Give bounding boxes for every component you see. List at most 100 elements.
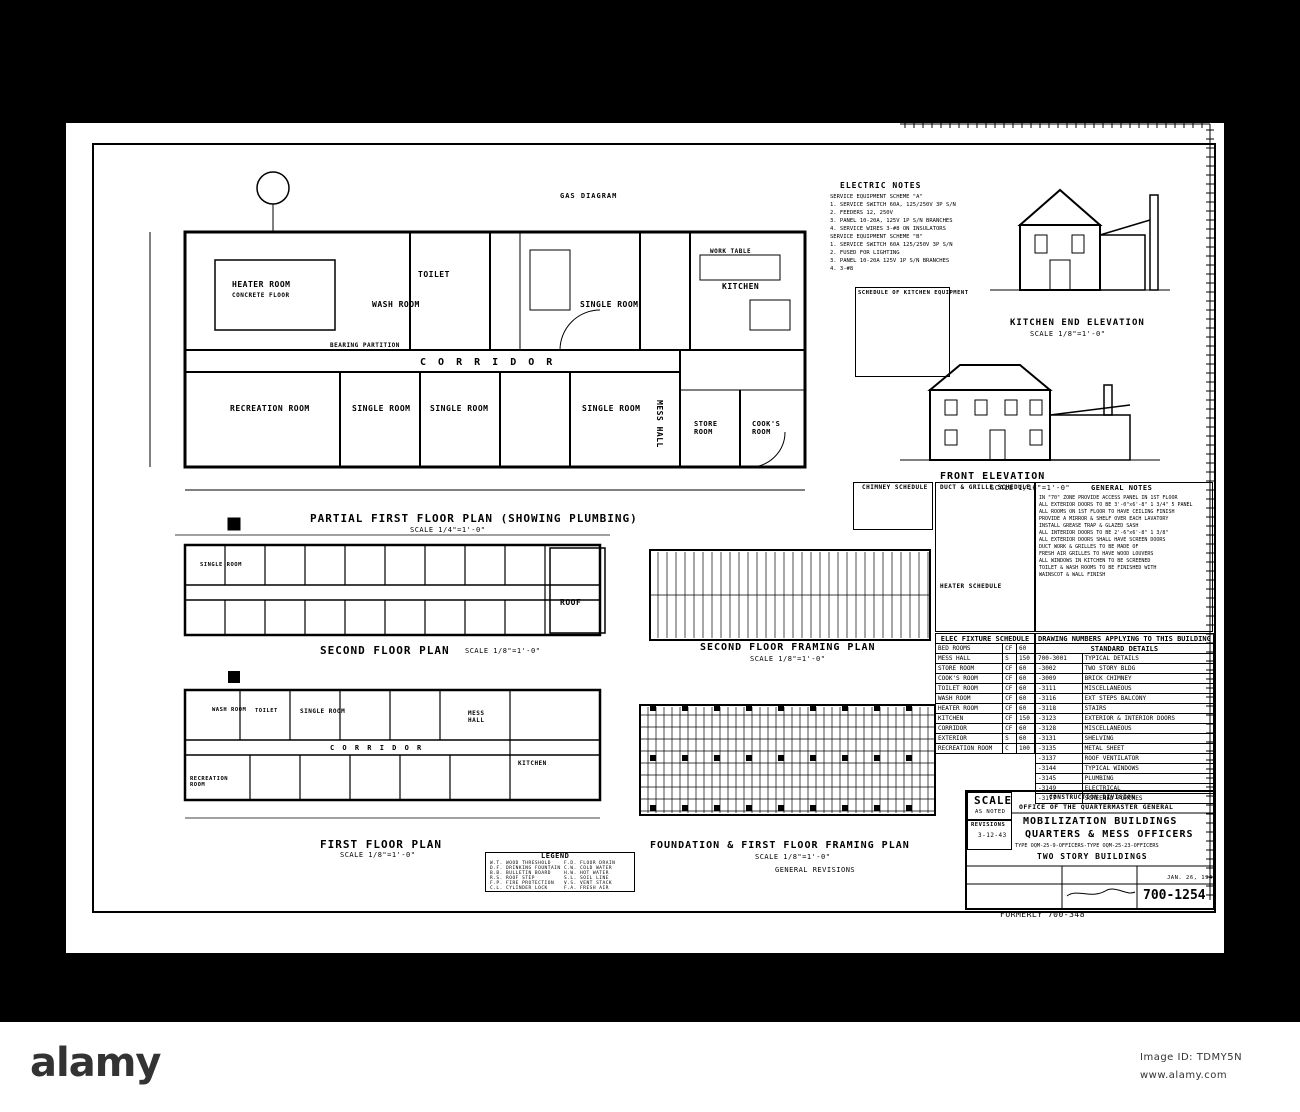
second-floor-framing-title: SECOND FLOOR FRAMING PLAN — [700, 642, 876, 653]
detail-cell: -3111 — [1035, 683, 1083, 694]
heater-schedule-title: HEATER SCHEDULE — [940, 583, 1002, 590]
fixture-cell: CF — [1002, 643, 1018, 654]
detail-cell: TWO STORY BLDG — [1081, 663, 1214, 674]
fixture-cell: CF — [1002, 713, 1018, 724]
legend-item: V.S. VENT STACK — [564, 881, 613, 886]
detail-cell: -3123 — [1035, 713, 1083, 724]
legend-item: H.W. HOT WATER — [564, 871, 609, 876]
detail-cell: -3118 — [1035, 703, 1083, 714]
room-store: STORE ROOM — [694, 420, 718, 436]
first-floor-plan-scale: SCALE 1/8"=1'-0" — [340, 851, 416, 859]
fixture-cell: 60 — [1016, 733, 1035, 744]
front-elevation-scale: SCALE 1/16"=1'-0" — [990, 484, 1071, 492]
label-roof: ROOF — [560, 598, 582, 607]
ff-mess-hall: MESS HALL — [468, 710, 485, 724]
title-line-2: QUARTERS & MESS OFFICERS — [1025, 829, 1194, 840]
detail-cell: METAL SHEET — [1081, 743, 1214, 754]
room-single-1: SINGLE ROOM — [580, 300, 639, 309]
detail-cell: -3145 — [1035, 773, 1083, 784]
fixture-cell: 60 — [1016, 643, 1035, 654]
legend-item: R.S. ROOF STEP — [490, 876, 535, 881]
room-heater-floor: CONCRETE FLOOR — [232, 292, 290, 299]
fixture-cell: WASH ROOM — [934, 693, 1004, 704]
detail-cell: ROOF VENTILATOR — [1081, 753, 1214, 764]
foundation-framing-scale: SCALE 1/8"=1'-0" — [755, 853, 831, 861]
fixture-cell: CORRIDOR — [934, 723, 1004, 734]
detail-cell: -3137 — [1035, 753, 1083, 764]
fixture-cell: 60 — [1016, 703, 1035, 714]
room-single-4: SINGLE ROOM — [582, 404, 641, 413]
detail-cell: -3128 — [1035, 723, 1083, 734]
legend-item: F.D. FLOOR DRAIN — [564, 861, 616, 866]
legend-item: S.L. SOIL LINE — [564, 876, 609, 881]
room-mess-hall: MESS HALL — [655, 400, 664, 448]
detail-cell: -3131 — [1035, 733, 1083, 744]
general-revisions-label: GENERAL REVISIONS — [775, 866, 856, 874]
first-floor-plan-title: FIRST FLOOR PLAN — [320, 838, 442, 851]
duct-grille-schedule: DUCT & GRILLE SCHEDULE HEATER SCHEDULE — [935, 482, 1035, 632]
ff-recreation-room: RECREATION ROOM — [190, 776, 229, 788]
fixture-cell: 60 — [1016, 683, 1035, 694]
title-line-1: MOBILIZATION BUILDINGS — [1023, 816, 1178, 827]
fixture-cell: HEATER ROOM — [934, 703, 1004, 714]
duct-grille-title: DUCT & GRILLE SCHEDULE — [940, 484, 1031, 491]
title-block: SCALE AS NOTED REVISIONS 3-12-43 CONSTRU… — [965, 790, 1216, 910]
fixture-cell: 150 — [1016, 653, 1035, 664]
fixture-cell: EXTERIOR — [934, 733, 1004, 744]
fixture-cell: S — [1002, 733, 1018, 744]
room-toilet: TOILET — [418, 270, 450, 279]
fixture-cell: CF — [1002, 703, 1018, 714]
legend-item: C.W. COLD WATER — [564, 866, 613, 871]
room-corridor: C O R R I D O R — [420, 357, 556, 368]
detail-cell: PLUMBING — [1081, 773, 1214, 784]
standard-details-title: STANDARD DETAILS — [1035, 643, 1214, 654]
detail-cell: -3116 — [1035, 693, 1083, 704]
general-notes-body: IN "70" ZONE PROVIDE ACCESS PANEL IN 1ST… — [1039, 495, 1193, 578]
watermark-logo: alamy — [30, 1040, 161, 1086]
fixture-cell: CF — [1002, 683, 1018, 694]
legend-item: W.T. WOOD THRESHOLD — [490, 861, 551, 866]
partial-first-floor-plan-title: PARTIAL FIRST FLOOR PLAN (SHOWING PLUMBI… — [310, 512, 638, 525]
detail-cell: MISCELLANEOUS — [1081, 723, 1214, 734]
ff-toilet: TOILET — [255, 708, 278, 714]
label-bearing-partition: BEARING PARTITION — [330, 342, 400, 349]
chimney-schedule-title: CHIMNEY SCHEDULE — [862, 484, 928, 491]
legend-item: F.A. FRESH AIR — [564, 886, 609, 891]
fixture-cell: RECREATION ROOM — [934, 743, 1004, 754]
legend-item: C.L. CYLINDER LOCK — [490, 886, 548, 891]
revisions-cell: REVISIONS 3-12-43 — [967, 820, 1012, 850]
fixture-cell: CF — [1002, 673, 1018, 684]
second-floor-plan-scale: SCALE 1/8"=1'-0" — [465, 647, 541, 655]
detail-cell: -3144 — [1035, 763, 1083, 774]
detail-cell: -3002 — [1035, 663, 1083, 674]
chimney-schedule: CHIMNEY SCHEDULE — [853, 482, 933, 530]
fixture-schedule-title: ELEC FIXTURE SCHEDULE — [935, 633, 1035, 644]
kitchen-equipment-title: SCHEDULE OF KITCHEN EQUIPMENT — [858, 290, 969, 296]
sf-single-room: SINGLE ROOM — [200, 562, 242, 568]
drawing-numbers-table: DRAWING NUMBERS APPLYING TO THIS BUILDIN… — [1035, 633, 1214, 804]
room-single-3: SINGLE ROOM — [430, 404, 489, 413]
detail-cell: STAIRS — [1081, 703, 1214, 714]
drawing-numbers-title: DRAWING NUMBERS APPLYING TO THIS BUILDIN… — [1035, 633, 1214, 644]
room-heater: HEATER ROOM — [232, 280, 291, 289]
architectural-drawing — [149, 171, 1170, 819]
electric-notes-title: ELECTRIC NOTES — [840, 181, 922, 190]
detail-cell: -3009 — [1035, 673, 1083, 684]
kitchen-equipment-schedule: SCHEDULE OF KITCHEN EQUIPMENT — [855, 287, 968, 377]
watermark-url: www.alamy.com — [1140, 1070, 1228, 1081]
legend-item: F.P. FIRE PROTECTION — [490, 881, 555, 886]
gas-diagram-title: GAS DIAGRAM — [560, 192, 618, 200]
